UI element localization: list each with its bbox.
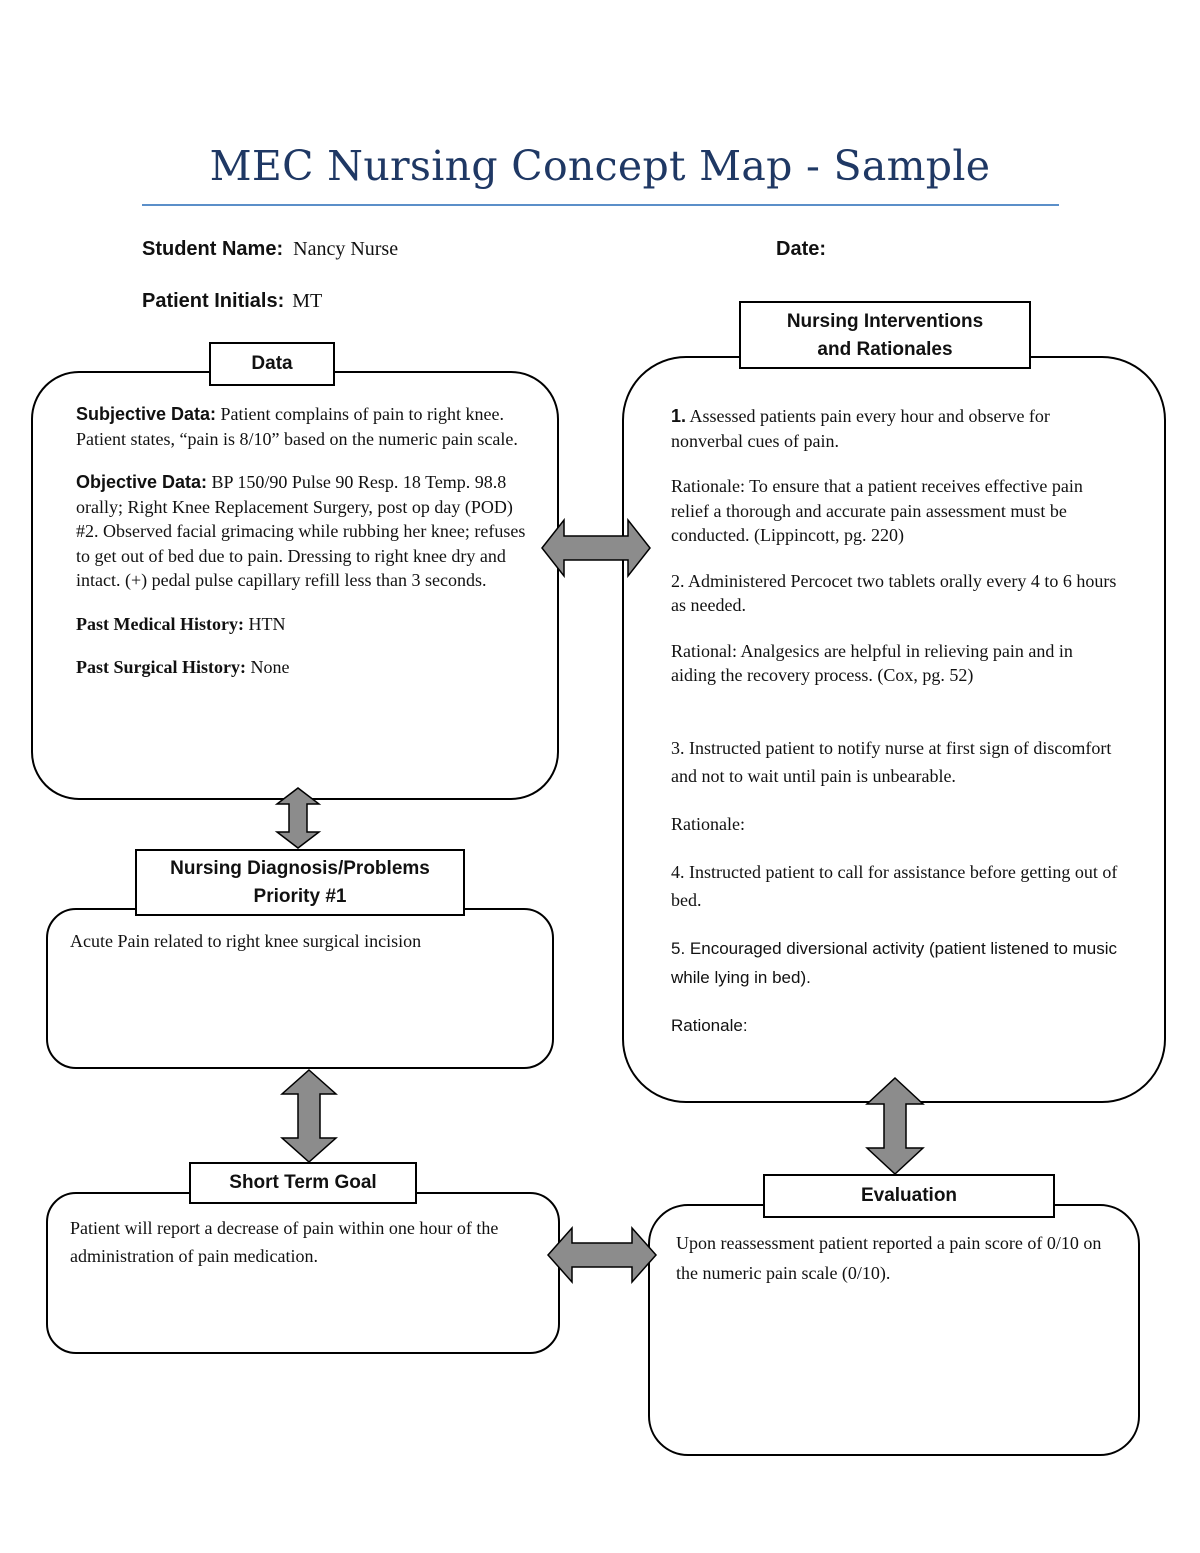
psh-label: Past Surgical History: (76, 657, 246, 677)
interventions-label-line2: and Rationales (817, 339, 953, 360)
data-box-content: Subjective Data: Patient complains of pa… (76, 402, 528, 680)
double-arrow-icon (280, 1068, 338, 1164)
interventions-content: 1. Assessed patients pain every hour and… (671, 404, 1119, 1040)
patient-initials-field: Patient Initials: MT (142, 290, 322, 313)
student-name-label: Student Name: (142, 238, 284, 260)
intervention-1-number: 1. (671, 406, 687, 426)
goal-box-label: Short Term Goal (189, 1162, 417, 1204)
diagnosis-label-line2: Priority #1 (253, 886, 347, 907)
rationale-5: Rationale: (671, 1015, 748, 1035)
diagnosis-label-line1: Nursing Diagnosis/Problems (170, 858, 430, 879)
patient-initials-label: Patient Initials: (142, 290, 285, 312)
intervention-4: 4. Instructed patient to call for assist… (671, 861, 1118, 910)
double-arrow-icon (865, 1076, 925, 1176)
diagnosis-text: Acute Pain related to right knee surgica… (70, 931, 422, 951)
rationale-1: Rationale: To ensure that a patient rece… (671, 476, 1083, 545)
student-name-value: Nancy Nurse (293, 238, 399, 260)
goal-box (46, 1192, 560, 1354)
page-title: MEC Nursing Concept Map - Sample (209, 142, 991, 190)
rationale-2: Rational: Analgesics are helpful in reli… (671, 640, 1073, 686)
intervention-1: 1. Assessed patients pain every hour and… (671, 404, 1119, 453)
subjective-text: Patient complains of pain to right knee.… (76, 404, 518, 449)
interventions-box (622, 356, 1166, 1103)
data-box (31, 371, 559, 800)
diagnosis-box (46, 908, 554, 1069)
interventions-label-line1: Nursing Interventions (786, 311, 984, 332)
double-arrow-icon (546, 1226, 658, 1284)
intervention-1-text: Assessed patients pain every hour and ob… (671, 406, 1050, 451)
intervention-5: 5. Encouraged diversional activity (pati… (671, 938, 1118, 987)
rationale-3: Rationale: (671, 813, 745, 834)
objective-label: Objective Data: (76, 472, 208, 492)
evaluation-box (648, 1204, 1140, 1456)
diagnosis-box-label: Nursing Diagnosis/Problems Priority #1 (135, 849, 465, 916)
intervention-3: 3. Instructed patient to notify nurse at… (671, 737, 1112, 786)
patient-initials-value: MT (292, 290, 323, 312)
date-label: Date: (776, 238, 827, 260)
date-field: Date: (776, 238, 826, 261)
evaluation-text: Upon reassessment patient reported a pai… (676, 1233, 1102, 1283)
psh-value: None (245, 657, 290, 677)
pmh-label: Past Medical History: (76, 613, 244, 634)
interventions-box-label: Nursing Interventions and Rationales (739, 301, 1031, 369)
double-arrow-icon (541, 517, 651, 579)
intervention-2: 2. Administered Percocet two tablets ora… (671, 570, 1117, 616)
title-underline (142, 204, 1059, 206)
student-name-field: Student Name: Nancy Nurse (142, 238, 398, 261)
objective-data: Objective Data: BP 150/90 Pulse 90 Resp.… (76, 470, 528, 593)
evaluation-box-label: Evaluation (763, 1174, 1055, 1218)
past-surgical-history: Past Surgical History: None (76, 655, 528, 680)
pmh-value: HTN (243, 613, 286, 634)
subjective-label: Subjective Data: (76, 404, 217, 424)
double-arrow-icon (274, 787, 322, 849)
objective-text: BP 150/90 Pulse 90 Resp. 18 Temp. 98.8 o… (76, 472, 526, 590)
data-box-label: Data (209, 342, 335, 386)
past-medical-history: Past Medical History: HTN (76, 612, 528, 637)
subjective-data: Subjective Data: Patient complains of pa… (76, 402, 528, 451)
goal-text: Patient will report a decrease of pain w… (70, 1218, 499, 1266)
